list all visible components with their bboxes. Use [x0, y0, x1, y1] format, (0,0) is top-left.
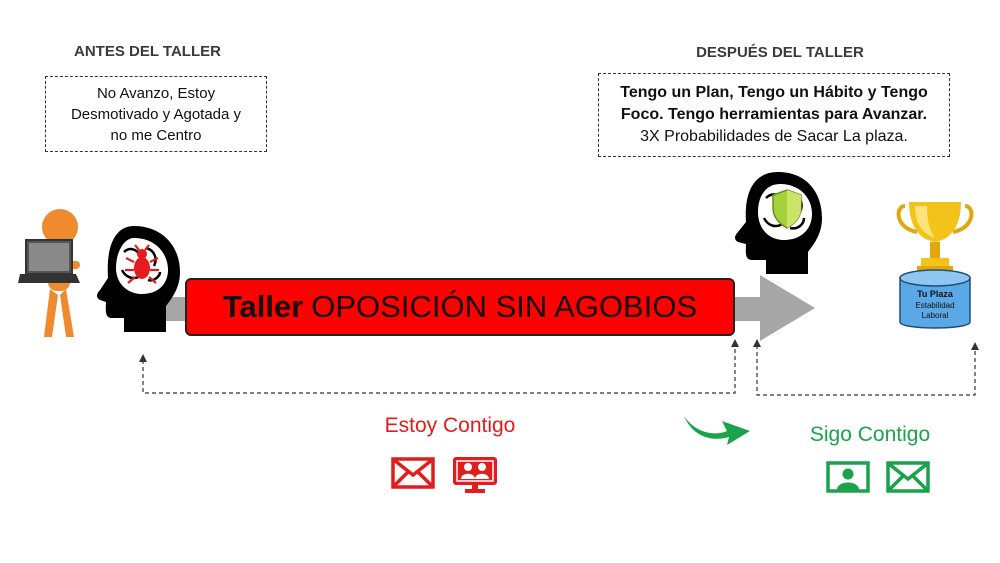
- dashed-loop-after: [756, 345, 976, 396]
- dashed-arrowhead-1: [139, 354, 147, 362]
- after-heading: DESPUÉS DEL TALLER: [696, 44, 864, 61]
- after-bold-line-1: Tengo un Plan, Tengo un Hábito y Tengo: [620, 84, 928, 101]
- dashed-loop-before: [142, 345, 736, 394]
- user-profile-icon: [826, 461, 870, 493]
- support-before-label: Estoy Contigo: [384, 414, 516, 437]
- before-heading: ANTES DEL TALLER: [74, 43, 221, 60]
- before-box: No Avanzo, Estoy Desmotivado y Agotada y…: [45, 76, 267, 152]
- goal-cylinder: Tu Plaza Estabilidad Laboral: [898, 268, 972, 334]
- after-line: 3X Probabilidades de Sacar La plaza.: [640, 128, 908, 145]
- dashed-arrowhead-2: [731, 339, 739, 347]
- head-bug-icon: [97, 226, 180, 332]
- support-after-label: Sigo Contigo: [809, 423, 931, 446]
- mail-icon: [886, 461, 930, 493]
- gray-arrow-head: [760, 275, 815, 341]
- workshop-banner: Taller OPOSICIÓN SIN AGOBIOS: [185, 278, 735, 336]
- after-box: Tengo un Plan, Tengo un Hábito y Tengo F…: [598, 73, 950, 157]
- person-laptop-icon: [18, 209, 80, 337]
- banner-strong: Taller: [222, 289, 304, 324]
- before-line-2: Desmotivado y Agotada y: [70, 105, 242, 123]
- dashed-arrowhead-3: [753, 339, 761, 347]
- before-line-1: No Avanzo, Estoy: [96, 84, 216, 102]
- cylinder-shape: [899, 269, 971, 329]
- trophy-icon: [896, 202, 974, 276]
- before-line-3: no me Centro: [110, 126, 202, 144]
- banner-title: OPOSICIÓN SIN AGOBIOS: [311, 289, 698, 324]
- after-bold-line-2: Foco. Tengo herramientas para Avanzar.: [620, 106, 928, 123]
- mail-icon: [391, 457, 435, 489]
- green-curved-arrow: [684, 416, 750, 445]
- dashed-arrowhead-4: [971, 342, 979, 350]
- video-meeting-icon: [453, 457, 497, 493]
- goal-line-2: Estabilidad: [915, 301, 955, 310]
- goal-line-1: Tu Plaza: [917, 289, 953, 299]
- goal-line-3: Laboral: [921, 311, 949, 320]
- head-shield-icon: [735, 172, 822, 274]
